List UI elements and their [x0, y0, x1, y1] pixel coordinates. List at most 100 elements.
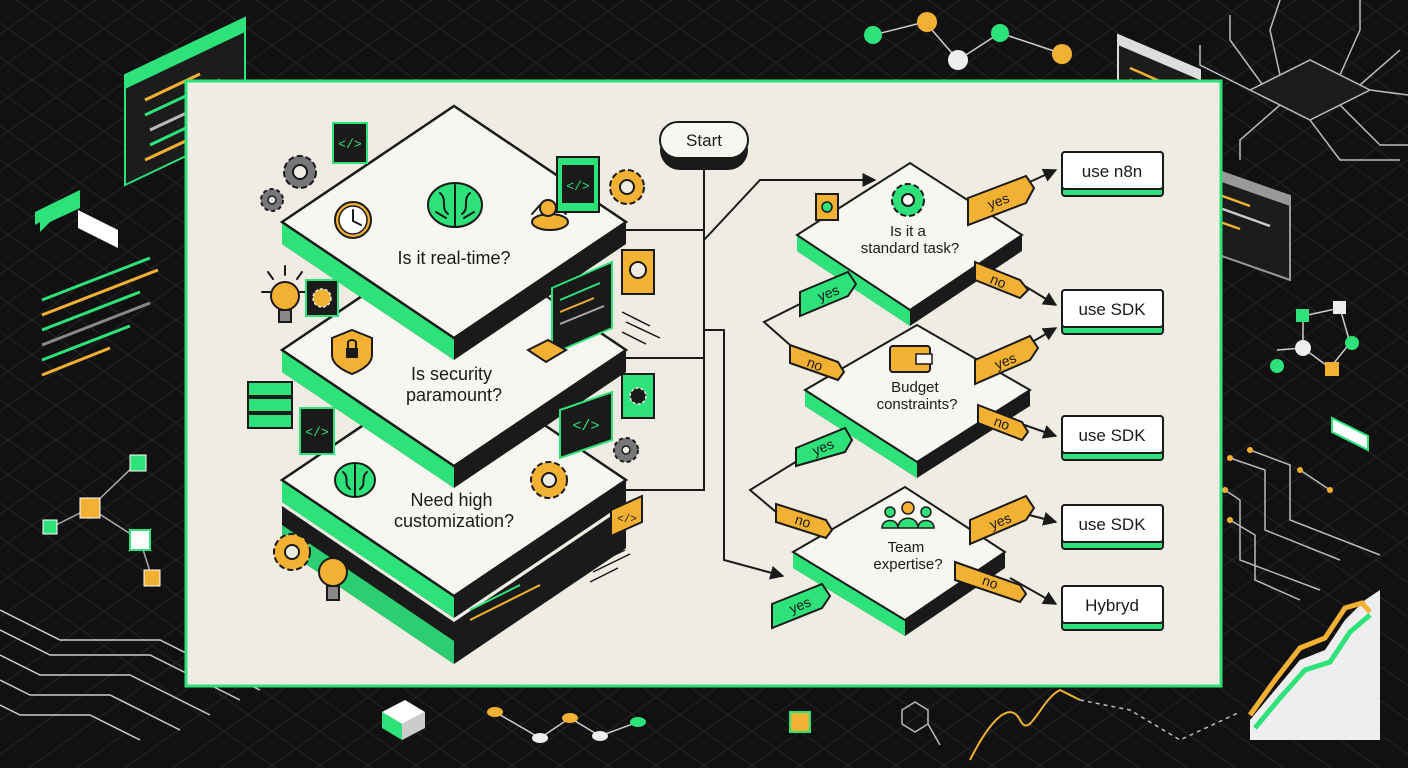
circuit-lines-right	[1224, 449, 1381, 601]
no-tag: no	[775, 502, 834, 540]
no-tag: no	[789, 343, 846, 382]
question-standard-task: Is it a standard task?	[861, 223, 959, 257]
question-customization-line-1: Need high	[410, 490, 492, 510]
question-security: Is security paramount?	[406, 364, 502, 405]
question-standard-task-line-2: standard task?	[861, 240, 959, 257]
code-tag-icon: </>	[610, 494, 643, 538]
gear-icon	[621, 373, 655, 419]
area-chart-decoration	[1247, 590, 1380, 740]
question-team: Team expertise?	[873, 539, 942, 573]
chip-circuit-icon	[1199, 0, 1408, 161]
no-tag-label: no	[988, 271, 1009, 292]
code-lines-decoration	[41, 256, 159, 377]
decision-budget: Budget constraints?	[803, 323, 1032, 478]
grid-line	[0, 0, 193, 138]
no-tag-label: no	[793, 511, 813, 531]
gear-icon	[273, 533, 311, 571]
code-tag-icon: </>	[559, 390, 613, 460]
no-tag: no	[954, 560, 1028, 604]
brain-icon	[427, 182, 483, 228]
svg-text:</>: </>	[617, 514, 637, 526]
chat-bubble-icon	[35, 190, 118, 248]
gear-icon	[613, 437, 639, 463]
question-security-line-1: Is security	[411, 364, 492, 384]
outcome-label: Hybryd	[1085, 596, 1139, 615]
grid-line	[1167, 0, 1408, 173]
question-budget-line-2: constraints?	[877, 396, 958, 413]
outcome-label: use n8n	[1082, 162, 1143, 181]
git-branch-icon	[526, 338, 568, 364]
question-standard-task-line-1: Is it a	[890, 223, 927, 240]
network-nodes-right	[1270, 301, 1359, 376]
chat-bubble-icon	[1331, 416, 1369, 452]
svg-text:</>: </>	[566, 179, 590, 194]
question-team-line-1: Team	[888, 539, 925, 556]
brain-icon	[334, 462, 376, 498]
outcome-label: use SDK	[1078, 426, 1146, 445]
clock-icon	[334, 201, 372, 239]
question-customization-line-2: customization?	[394, 511, 514, 531]
outcome-label: use SDK	[1078, 300, 1146, 319]
grid-line	[0, 0, 241, 173]
gear-icon	[530, 461, 568, 499]
yes-tag-label: yes	[787, 593, 813, 616]
cube-icon	[789, 711, 811, 733]
yes-tag: yes	[974, 334, 1040, 386]
outcome-box[interactable]: use SDK	[1061, 289, 1164, 335]
gear-icon	[609, 169, 645, 205]
lightbulb-icon	[261, 265, 309, 323]
wallet-icon	[889, 345, 933, 373]
hexagon-network-icon	[901, 701, 941, 746]
gear-icon	[260, 155, 317, 212]
yes-tag: yes	[967, 174, 1036, 227]
team-icon	[881, 501, 935, 529]
yes-tag: yes	[799, 270, 858, 318]
lightbulb-icon	[621, 249, 655, 295]
robot-arm-icon	[531, 199, 569, 231]
yes-tag: yes	[795, 426, 854, 468]
motion-lines	[589, 549, 631, 583]
lightbulb-icon	[318, 557, 348, 601]
wave-line-decoration	[969, 688, 1241, 761]
svg-text:</>: </>	[572, 418, 599, 435]
question-budget-line-1: Budget	[891, 379, 939, 396]
decision-team: Team expertise?	[791, 485, 1007, 636]
question-customization: Need high customization?	[394, 490, 514, 531]
yes-tag: yes	[969, 494, 1036, 546]
gear-icon	[305, 279, 339, 317]
yes-tag-label: yes	[987, 509, 1013, 532]
motion-lines	[621, 311, 661, 345]
code-tag-icon: </>	[332, 122, 368, 164]
no-tag: no	[977, 403, 1030, 442]
network-nodes-left	[42, 454, 161, 587]
question-budget: Budget constraints?	[877, 379, 958, 413]
svg-text:</>: </>	[338, 137, 362, 152]
outcome-box[interactable]: use SDK	[1061, 415, 1164, 461]
no-tag-label: no	[980, 572, 1000, 592]
no-tag-label: no	[992, 413, 1012, 433]
grid-line	[1071, 0, 1408, 241]
grid-line	[1119, 0, 1408, 207]
no-tag: no	[974, 260, 1030, 300]
yes-tag-label: yes	[985, 190, 1011, 212]
server-stack-icon	[247, 381, 293, 429]
no-tag-label: no	[805, 354, 825, 374]
grid-line	[1215, 0, 1408, 138]
outcome-box[interactable]: use n8n	[1061, 151, 1164, 197]
yes-tag: yes	[771, 582, 832, 630]
outcome-box[interactable]: use SDK	[1061, 504, 1164, 550]
yes-tag-label: yes	[810, 435, 836, 458]
grid-line	[0, 0, 289, 207]
shield-lock-icon	[331, 328, 373, 376]
start-node[interactable]: Start	[659, 121, 749, 170]
grid-line	[0, 0, 49, 35]
start-label: Start	[686, 131, 722, 150]
question-team-line-2: expertise?	[873, 556, 942, 573]
outcome-box[interactable]: Hybryd	[1061, 585, 1164, 631]
code-tag-icon: </>	[299, 407, 335, 455]
yes-tag-label: yes	[815, 281, 841, 304]
outcome-label: use SDK	[1078, 515, 1146, 534]
grid-line	[1084, 536, 1408, 768]
code-window-icon	[551, 260, 613, 356]
